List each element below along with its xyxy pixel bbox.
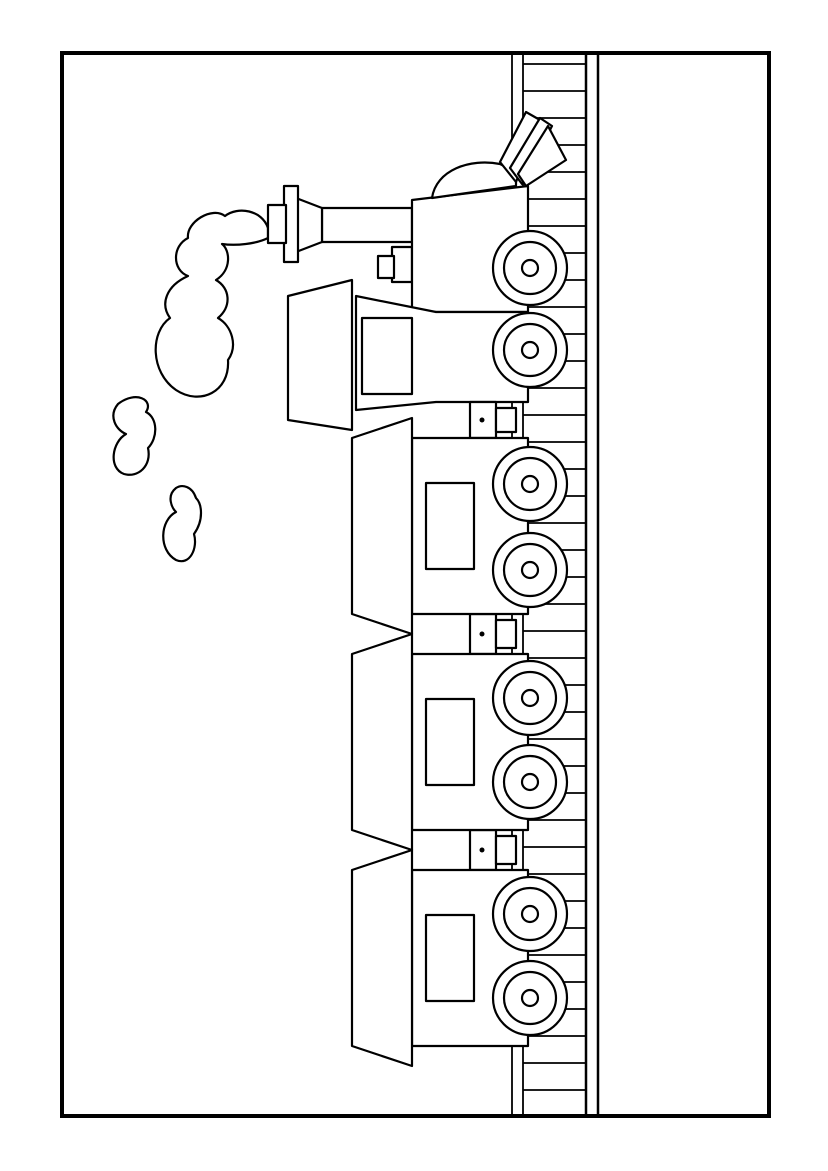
coupler-bar [494,834,518,866]
coupler-bar [494,406,518,434]
cab-roof [286,278,354,432]
chimney-funnel [294,196,324,254]
wheel [491,311,569,389]
wheel-hub [520,772,540,792]
wheel-hub [520,258,540,278]
wheel [491,875,569,953]
wheel-hub [520,988,540,1008]
cab-window [360,316,414,396]
small-smoke-cloud [112,396,157,476]
coupler-pin [479,417,485,423]
wheel [491,959,569,1037]
wagon-load [350,416,414,636]
wheel-hub [520,340,540,360]
steam-dome-top [376,254,396,280]
wagons [350,416,530,1068]
big-smoke-cloud [154,209,270,398]
wheel-hub [520,688,540,708]
coupler [468,828,518,872]
wheel [491,743,569,821]
wheel-hub [520,474,540,494]
wheels [491,229,569,1037]
wheel-hub [520,904,540,924]
wagon-load [350,848,414,1068]
wagon-window [424,481,476,571]
cowcatcher-blade-3 [516,124,568,188]
smoke-clouds [112,209,270,563]
wagon [350,848,530,1068]
locomotive [266,110,568,432]
coupler-pin [479,847,485,853]
coupler [468,400,518,440]
wagon [350,416,530,636]
couplers [468,400,518,872]
chimney-rim [266,203,288,245]
coupler [468,612,518,656]
coupler-pin [479,631,485,637]
wheel-hub [520,560,540,580]
coupler-bar [494,618,518,650]
wagon-window [424,913,476,1003]
wagon-window [424,697,476,787]
tiny-smoke-cloud [162,485,203,563]
wheel [491,229,569,307]
wheel [491,445,569,523]
wheel [491,659,569,737]
wheel [491,531,569,609]
chimney-pipe [320,206,414,244]
wagon-load [350,632,414,852]
wagon [350,632,530,852]
